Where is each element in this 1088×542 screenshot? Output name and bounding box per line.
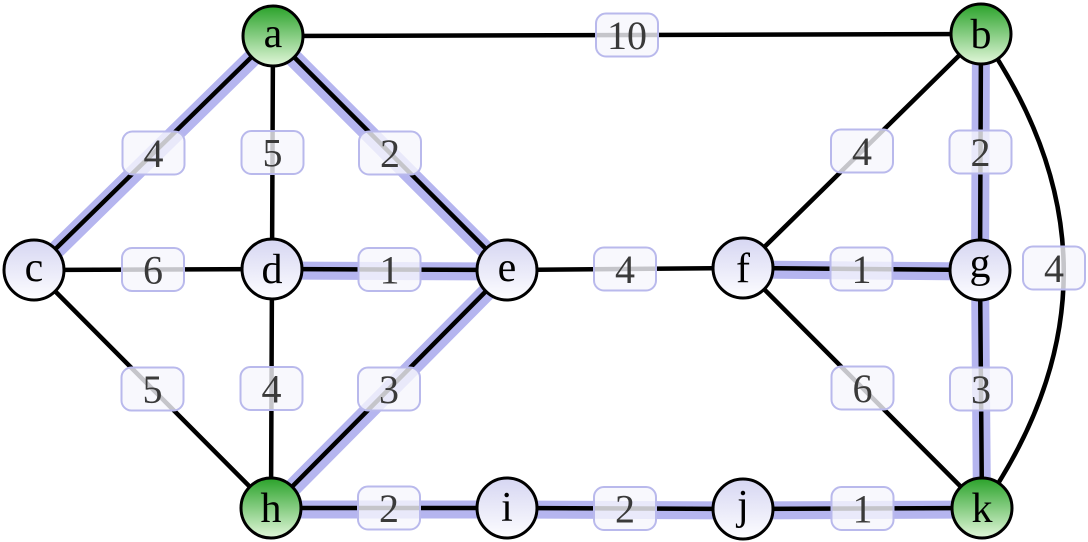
edge-label-a-c: 4: [121, 130, 186, 176]
node-h-circle: [239, 476, 303, 540]
node-g-label: g: [970, 241, 991, 287]
edge-label-box-d-e: [357, 247, 422, 292]
node-j: j: [711, 477, 775, 541]
layer-labels: 10 4 5 2 6 1 4 4 2 1 4 5 4 3 6 3 2 2 1: [120, 12, 1086, 532]
edge-weight-b-g: 2: [971, 130, 991, 175]
node-f: f: [711, 236, 775, 300]
edge-weight-d-e: 1: [380, 248, 400, 293]
edge-label-box-c-d: [121, 247, 185, 292]
edge-weight-a-c: 4: [144, 131, 164, 176]
edge-weight-g-k: 3: [971, 367, 991, 412]
edge-label-box-i-j: [593, 486, 657, 531]
node-k-circle: [950, 476, 1014, 540]
edge-label-h-i: 2: [357, 485, 421, 531]
edge-label-f-g: 1: [829, 246, 894, 292]
edge-weight-e-f: 4: [615, 247, 635, 292]
edge-label-box-j-k: [830, 486, 895, 531]
edge-weight-c-d: 6: [143, 248, 163, 293]
node-c-label: c: [25, 245, 44, 291]
edge-label-g-k: 3: [949, 366, 1013, 412]
edge-label-box-a-d: [240, 130, 305, 175]
node-i-label: i: [501, 485, 513, 531]
edge-label-box-c-h: [120, 366, 185, 412]
edge-label-c-h: 5: [120, 366, 185, 412]
edge-label-f-k: 6: [830, 365, 895, 411]
node-e-circle: [475, 238, 539, 302]
node-c-circle: [2, 238, 66, 302]
edge-weight-h-i: 2: [379, 486, 399, 531]
edge-weight-b-f: 4: [852, 129, 872, 174]
node-a: a: [241, 4, 305, 68]
edge-label-box-g-k: [949, 366, 1013, 412]
edge-label-box-a-b: [595, 12, 659, 58]
node-k: k: [950, 476, 1014, 540]
edge-weight-j-k: 1: [853, 487, 873, 532]
edge-weight-a-d: 5: [263, 131, 283, 176]
edge-label-b-f: 4: [830, 128, 894, 174]
node-a-label: a: [264, 11, 283, 57]
edge-label-box-f-g: [829, 246, 894, 292]
edge-weight-i-j: 2: [615, 487, 635, 532]
edge-label-box-a-c: [121, 130, 186, 176]
edge-label-j-k: 1: [830, 486, 895, 532]
edge-label-b-g: 2: [948, 129, 1013, 175]
edge-label-box-f-k: [830, 365, 895, 411]
edge-weight-e-h: 3: [379, 367, 399, 412]
edge-label-box-h-i: [357, 485, 421, 531]
node-e-label: e: [498, 245, 517, 291]
edge-weight-f-g: 1: [852, 247, 872, 292]
node-e: e: [475, 238, 539, 302]
node-g-circle: [948, 238, 1012, 302]
edge-weight-c-h: 5: [143, 367, 163, 412]
edge-weight-f-k: 6: [853, 366, 873, 411]
edge-label-box-b-f: [830, 128, 894, 174]
edge-label-a-d: 5: [240, 130, 305, 176]
edge-label-d-e: 1: [357, 247, 422, 293]
node-a-circle: [241, 4, 305, 68]
edge-weight-d-h: 4: [262, 367, 282, 412]
edge-label-box-b-k: [1022, 245, 1086, 291]
edge-weight-a-e: 2: [380, 131, 400, 176]
node-i: i: [475, 476, 539, 540]
node-b: b: [949, 2, 1013, 66]
layer-edges: [31, 31, 1066, 512]
node-b-label: b: [971, 12, 992, 58]
edge-label-box-b-g: [948, 129, 1013, 175]
node-f-circle: [711, 236, 775, 300]
node-h-label: h: [261, 486, 282, 532]
edge-label-box-d-h: [239, 366, 304, 411]
edge-label-c-d: 6: [121, 247, 185, 293]
node-b-circle: [949, 2, 1013, 66]
node-j-circle: [711, 477, 775, 541]
node-d: d: [240, 237, 304, 301]
node-d-circle: [240, 237, 304, 301]
node-k-label: k: [972, 486, 993, 532]
node-j-label: j: [735, 483, 749, 529]
node-f-label: f: [736, 246, 750, 292]
edge-weight-a-b: 10: [607, 13, 647, 58]
edge-label-b-k: 4: [1022, 245, 1086, 291]
edge-label-a-b: 10: [595, 12, 659, 58]
edge-label-e-h: 3: [357, 366, 421, 412]
edge-label-e-f: 4: [593, 246, 657, 292]
edge-label-d-h: 4: [239, 366, 304, 412]
edge-label-box-e-h: [357, 366, 421, 412]
edge-label-i-j: 2: [593, 486, 657, 532]
layer-nodes: a b c d e f g h i j k: [2, 2, 1014, 541]
edge-label-box-a-e: [358, 130, 422, 176]
edge-label-a-e: 2: [358, 130, 422, 176]
node-i-circle: [475, 476, 539, 540]
edge-label-box-e-f: [593, 246, 657, 292]
node-g: g: [948, 238, 1012, 302]
edge-weight-b-k: 4: [1044, 246, 1064, 291]
node-h: h: [239, 476, 303, 540]
node-d-label: d: [262, 247, 283, 293]
node-c: c: [2, 238, 66, 302]
